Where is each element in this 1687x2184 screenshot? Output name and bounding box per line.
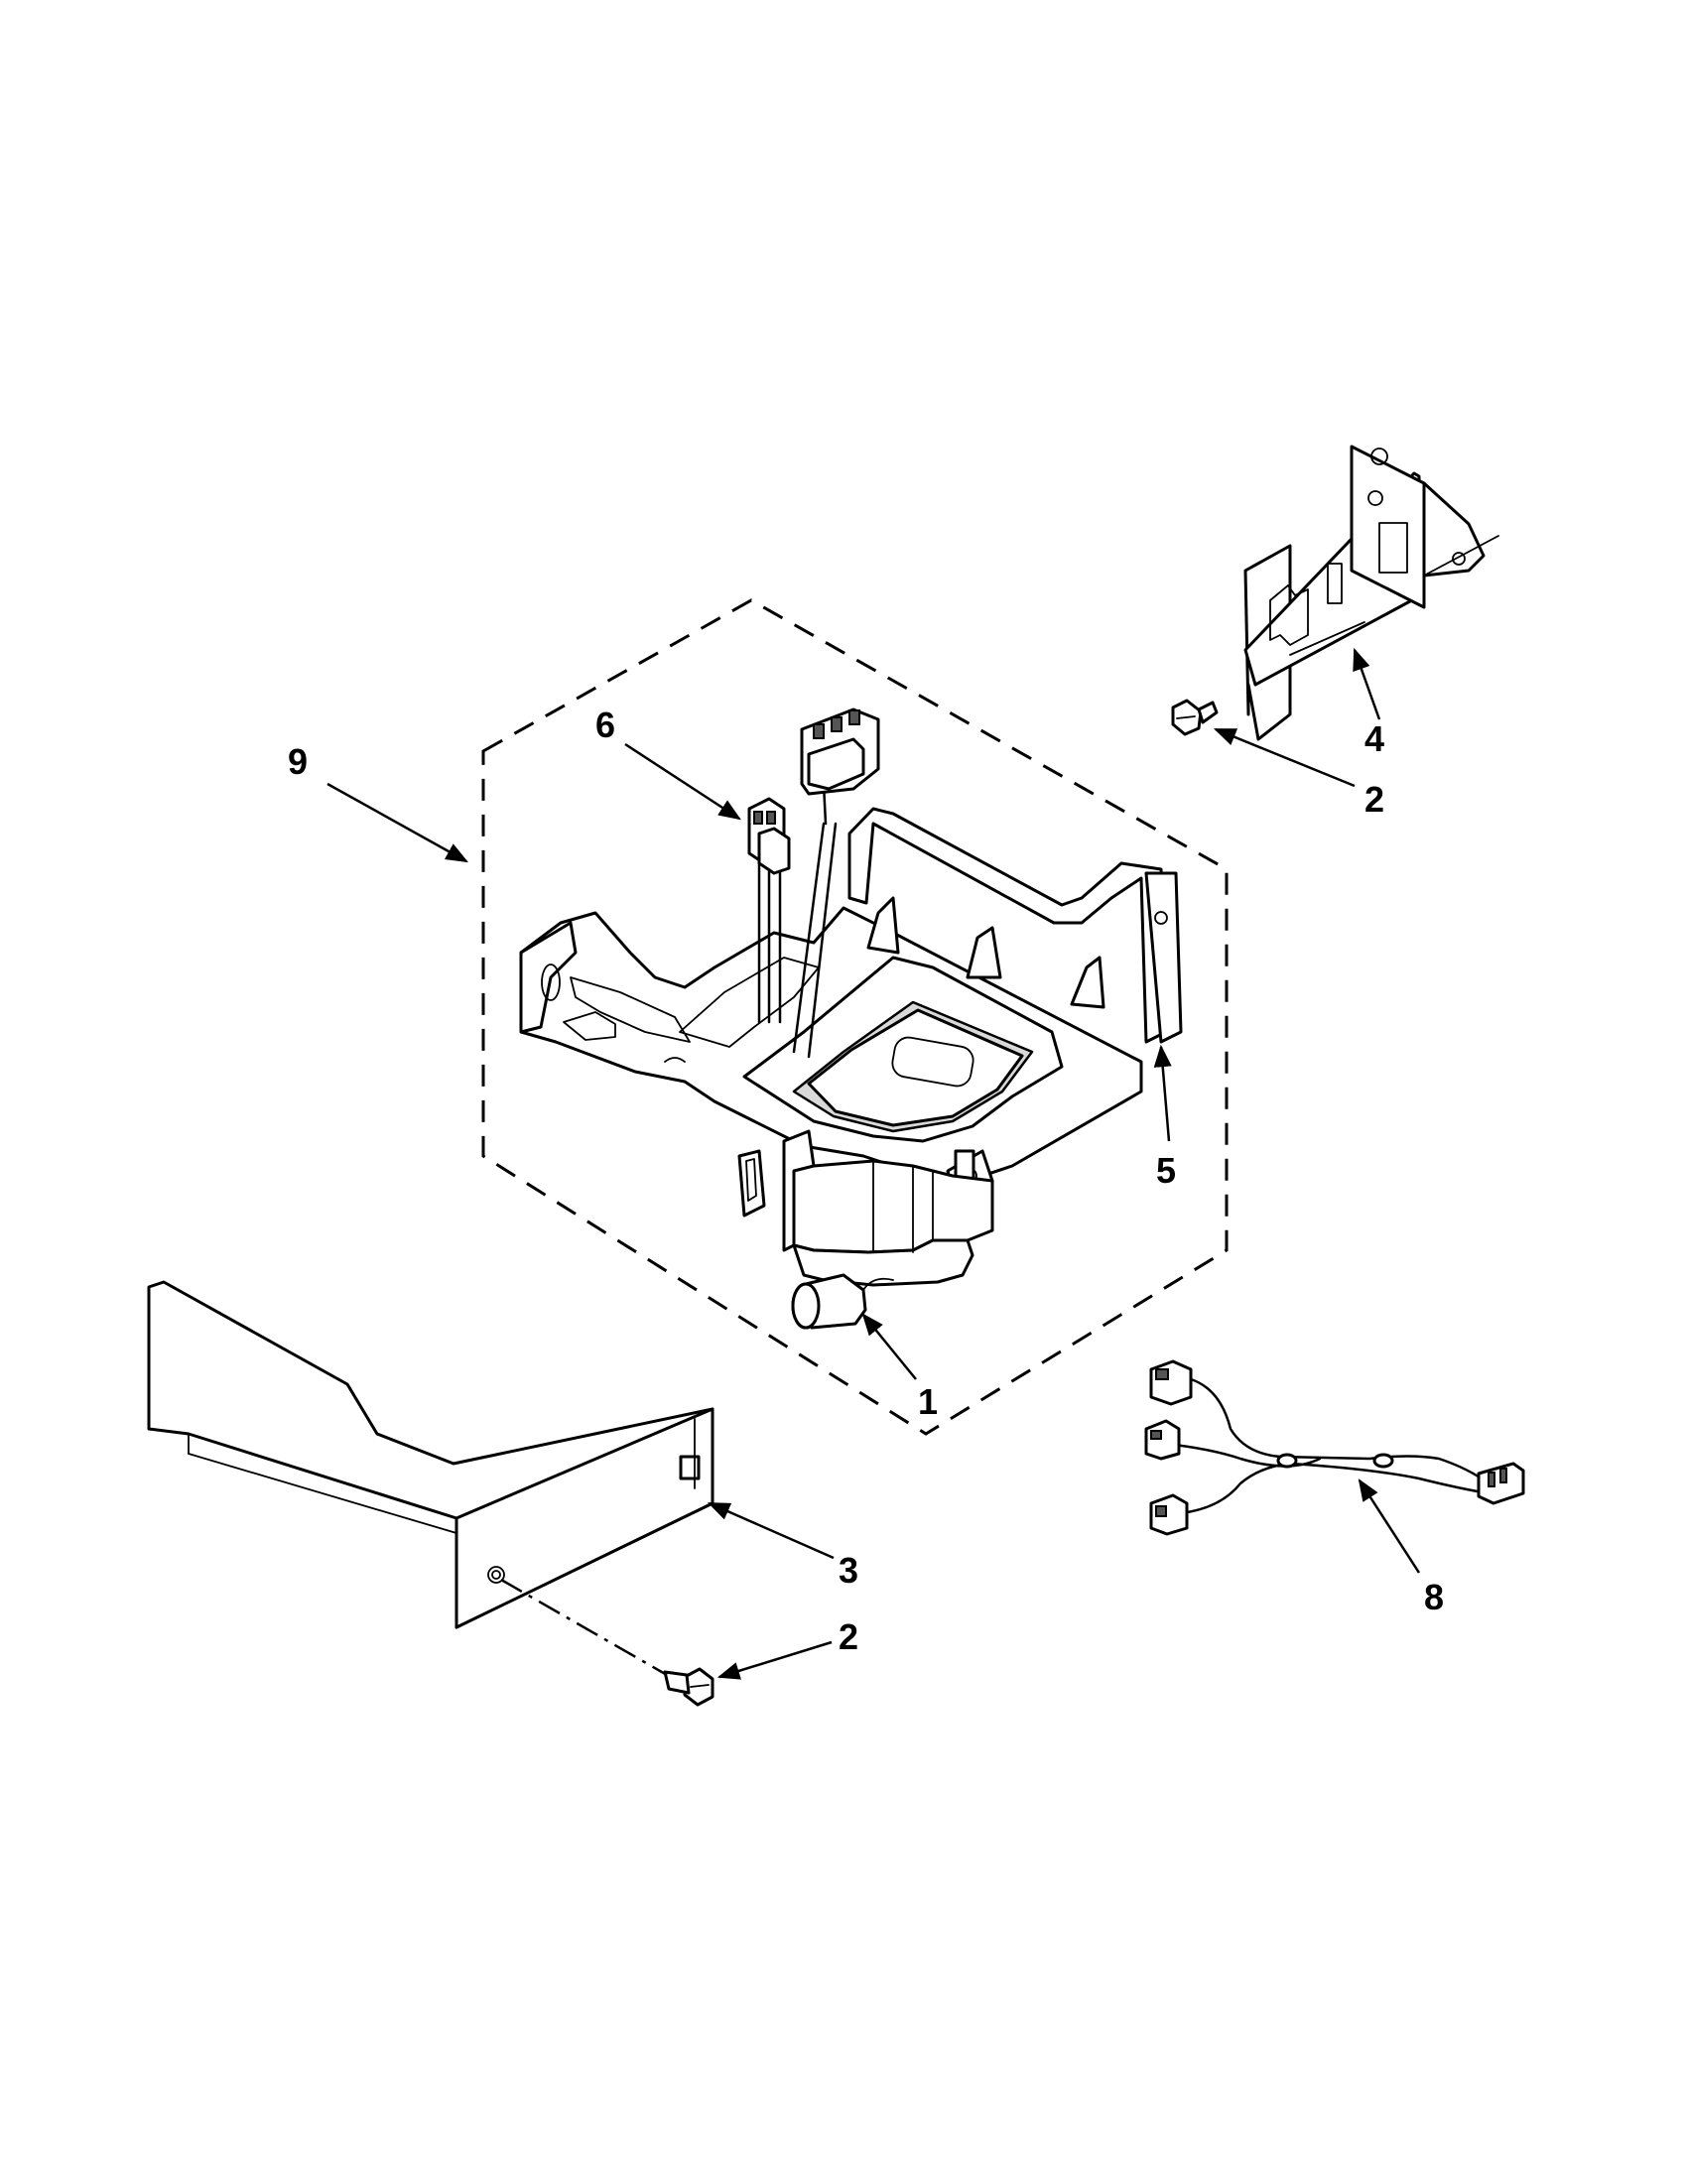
leader-2-upper xyxy=(1213,727,1356,788)
screw-lower[interactable] xyxy=(663,1667,714,1707)
callout-5: 5 xyxy=(1156,1150,1176,1191)
callout-2-upper: 2 xyxy=(1364,779,1384,820)
leader-5 xyxy=(1153,1044,1172,1142)
wire-harness-bracket[interactable] xyxy=(747,707,880,1059)
callout-8: 8 xyxy=(1424,1577,1444,1617)
callout-labels: 9 6 4 2 5 1 3 2 8 xyxy=(288,705,1444,1657)
ice-chute-bracket-assembly[interactable] xyxy=(519,807,1183,1330)
screw-upper[interactable] xyxy=(1171,699,1219,736)
callout-4: 4 xyxy=(1364,718,1384,759)
callout-2-lower: 2 xyxy=(839,1616,858,1657)
front-cover-panel[interactable] xyxy=(147,1280,714,1629)
leader-1 xyxy=(861,1313,917,1380)
leader-9 xyxy=(326,782,468,863)
callout-9: 9 xyxy=(288,741,308,782)
leader-6 xyxy=(624,742,741,821)
leader-8 xyxy=(1358,1478,1421,1574)
callout-6: 6 xyxy=(595,705,615,745)
leader-4 xyxy=(1353,647,1381,720)
assembly-boundary-dashed xyxy=(481,598,1229,1436)
leader-lines xyxy=(326,647,1421,1680)
callout-3: 3 xyxy=(839,1550,858,1591)
callout-1: 1 xyxy=(918,1381,938,1422)
mounting-bracket[interactable] xyxy=(1243,445,1499,741)
wire-harness[interactable] xyxy=(1144,1359,1525,1536)
leader-2-lower xyxy=(716,1640,833,1680)
screw-alignment-line xyxy=(500,1578,668,1677)
leader-3 xyxy=(707,1501,835,1560)
